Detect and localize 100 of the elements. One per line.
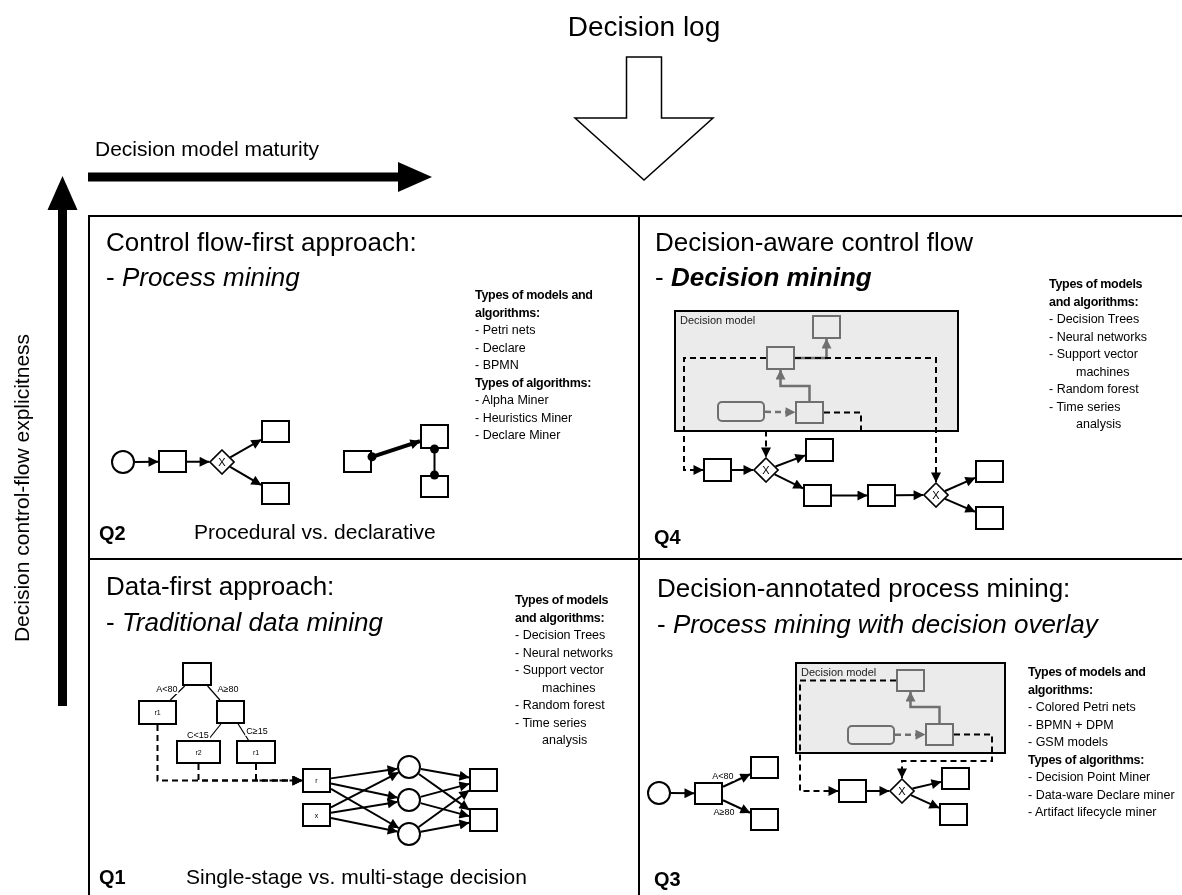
activity-box — [261, 482, 290, 505]
panel-heading: Data-first approach: — [106, 570, 335, 603]
list-item: - Alpha Miner — [475, 392, 550, 409]
activity-box — [261, 420, 290, 443]
dashed-arrow — [897, 733, 993, 779]
tree-node-box — [182, 662, 212, 686]
output-box — [469, 808, 498, 832]
list-item: - Artifact lifecycle miner — [1028, 804, 1158, 821]
list-item: - Time series analysis — [515, 714, 589, 749]
neuron-circle — [397, 822, 421, 846]
data-input-box — [717, 401, 765, 422]
list-item: - Decision Trees — [1049, 311, 1141, 328]
arrow — [417, 772, 470, 811]
quadrant-number: Q4 — [654, 525, 681, 549]
arrow — [722, 773, 751, 788]
panel-heading: Control flow-first approach: — [106, 226, 417, 259]
list-item: - Data-ware Declare miner — [1028, 786, 1176, 804]
list-heading: Types of models and algorithms: — [1028, 664, 1147, 699]
panel-label: Decision model — [801, 666, 877, 678]
arrow — [944, 476, 976, 493]
arrow — [419, 819, 470, 833]
list-item: - Decision Point Miner — [1028, 769, 1152, 786]
activity-box — [703, 458, 732, 482]
list-item: - BPMN — [475, 357, 520, 374]
edge-label: A<80 — [711, 771, 735, 781]
arrow — [831, 490, 868, 501]
decision-model-panel — [795, 662, 1006, 754]
arrow — [330, 798, 399, 814]
quadrant-number: Q1 — [99, 865, 126, 889]
line — [237, 723, 249, 741]
activity-box — [941, 767, 970, 790]
activity-box — [939, 803, 968, 826]
line — [169, 685, 186, 701]
activity-box — [343, 450, 372, 473]
activity-box — [867, 484, 896, 507]
list-item: - Neural networks — [515, 644, 614, 662]
quadrant-panel — [88, 215, 640, 560]
activity-box — [420, 475, 449, 498]
panel-subheading: - Traditional data mining — [106, 606, 383, 639]
activity-box — [158, 450, 187, 473]
panel-caption: Single-stage vs. multi-stage decision — [186, 864, 527, 890]
arrow — [134, 456, 159, 467]
model-element-box — [766, 346, 795, 370]
activity-box — [805, 438, 834, 462]
edge-label: C≥15 — [245, 726, 269, 736]
list-item: - Neural networks — [1049, 328, 1148, 346]
activity-box — [420, 424, 449, 449]
block-arrow — [573, 56, 715, 181]
list-item: - Time series analysis — [1049, 398, 1123, 433]
arrow — [367, 439, 421, 462]
arrow — [330, 771, 400, 809]
arrow — [330, 787, 400, 829]
activity-box — [750, 808, 779, 831]
list-heading: Types of models and algorithms: — [475, 287, 594, 322]
activity-box — [803, 484, 832, 507]
quadrant-number: Q2 — [99, 521, 126, 545]
dashed-arrow — [761, 411, 862, 458]
arrow — [775, 369, 811, 401]
list-item: - Declare — [475, 339, 527, 357]
gateway-diamond: X — [923, 482, 949, 508]
gateway-diamond: X — [209, 449, 235, 475]
arrow — [419, 781, 470, 798]
arrow — [229, 438, 262, 459]
start-event-circle — [111, 450, 135, 474]
line — [207, 685, 221, 701]
panel-heading: Decision-aware control flow — [655, 226, 973, 259]
activity-box — [838, 779, 867, 803]
arrow — [731, 465, 754, 475]
edge-label: A<80 — [155, 684, 179, 694]
dashed-arrow — [683, 357, 767, 475]
dashed-arrow — [765, 407, 796, 418]
list-item: - Support vector machines — [515, 662, 605, 697]
dashed-arrow — [799, 679, 897, 796]
arrow — [866, 786, 890, 796]
list-heading: Types of models and algorithms: — [1049, 276, 1144, 311]
arrow — [944, 497, 976, 513]
edge-label: C<15 — [186, 730, 210, 740]
dashed-arrow — [255, 763, 303, 786]
arrow — [909, 794, 940, 809]
list-item: - BPMN + DPM — [1028, 716, 1115, 734]
diagram-heading: Decision log — [560, 8, 728, 46]
data-input-box — [847, 725, 895, 745]
panel-label: Decision model — [680, 314, 756, 326]
start-event-circle — [647, 781, 671, 805]
model-element-box — [812, 315, 841, 339]
arrow — [417, 789, 470, 828]
arrow — [895, 490, 925, 501]
arrow — [722, 799, 751, 814]
list-heading: Types of algorithms: — [475, 374, 592, 392]
decision-model-panel — [674, 310, 959, 432]
arrow — [186, 456, 211, 467]
panel-heading: Decision-annotated process mining: — [657, 572, 1071, 605]
model-element-box — [896, 669, 925, 692]
quadrant-number: Q3 — [654, 867, 681, 891]
arrow — [911, 779, 942, 790]
arrow — [419, 802, 470, 819]
panel-subheading: - Process mining with decision overlay — [657, 608, 1098, 641]
arrow — [419, 768, 470, 781]
list-item: - GSM models — [1028, 734, 1109, 751]
list-item: - Colored Petri nets — [1028, 699, 1137, 716]
